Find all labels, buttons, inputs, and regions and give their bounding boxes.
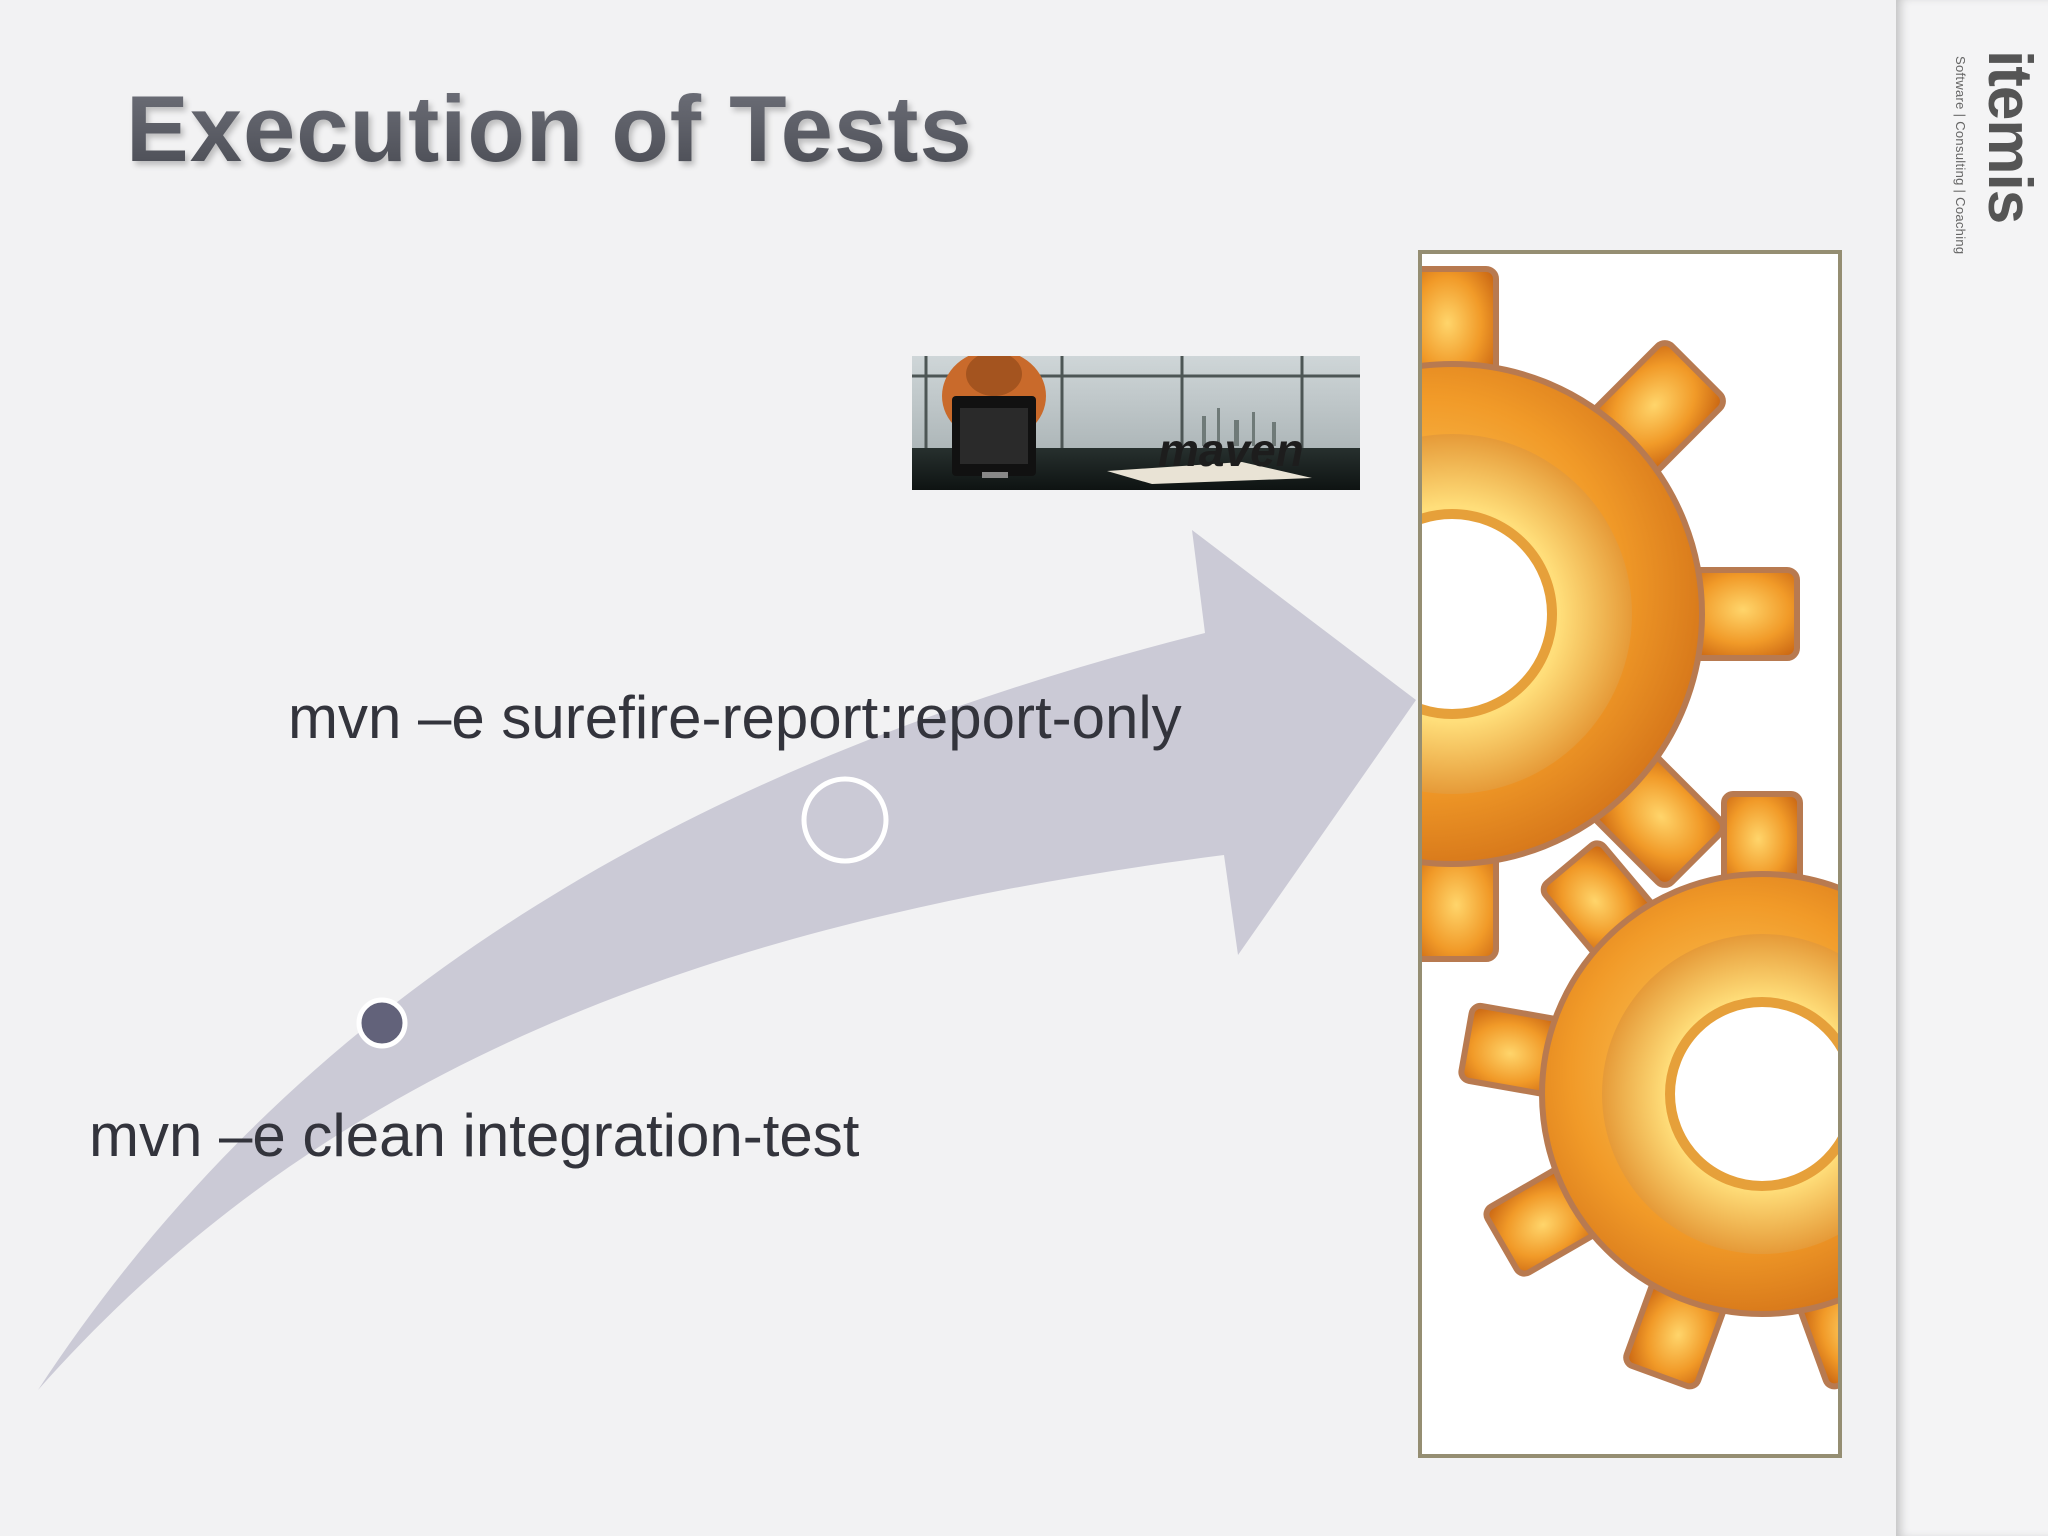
gears-icon: [1422, 266, 1838, 1390]
step-marker-hollow: [801, 776, 889, 864]
maven-photo-illustration: maven: [912, 356, 1360, 490]
maven-logo-text: maven: [1158, 424, 1304, 476]
arrow-shape: [38, 530, 1416, 1390]
step-command-surefire-report: mvn –e surefire-report:report-only: [288, 684, 1182, 751]
step-marker-filled: [356, 997, 408, 1049]
step-command-integration-test: mvn –e clean integration-test: [89, 1102, 860, 1169]
itemis-tagline: Software | Consulting | Coaching: [1953, 56, 1968, 255]
upper-gear: [1422, 266, 1800, 962]
slide-title: Execution of Tests: [126, 76, 973, 181]
branding-sidebar: [1896, 0, 2048, 1536]
maven-banner-image: maven: [912, 356, 1360, 490]
gears-image: [1418, 250, 1842, 1458]
lower-gear: [1458, 791, 1838, 1390]
itemis-logo: itemis Software | Consulting | Coaching: [1926, 50, 2046, 280]
itemis-logo-text: itemis: [1975, 50, 2044, 224]
